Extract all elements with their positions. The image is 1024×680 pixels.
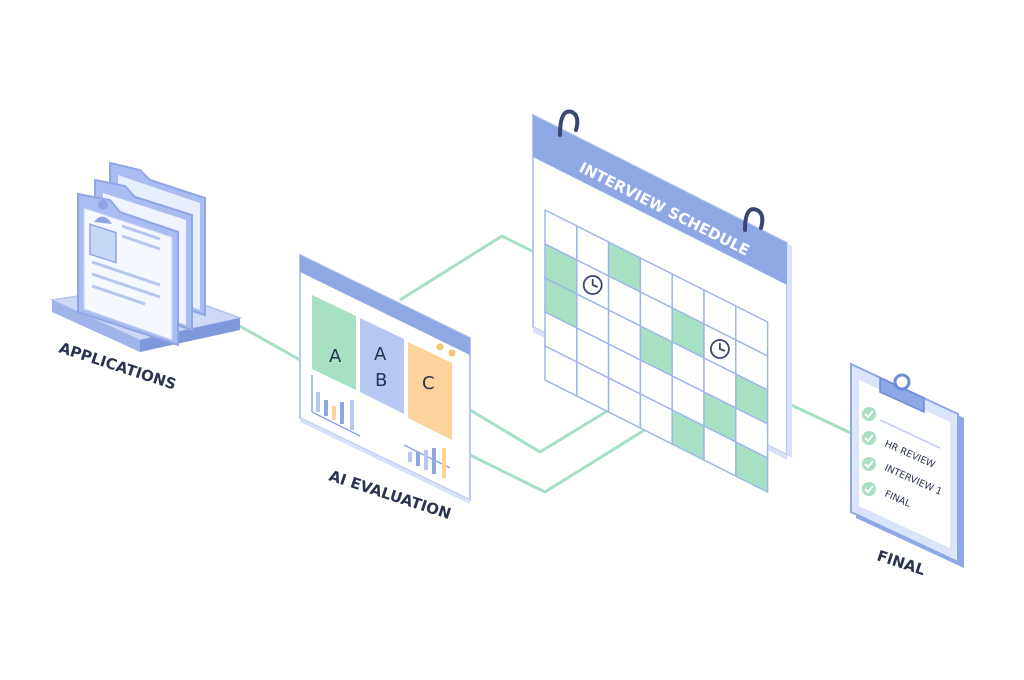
calendar-header — [533, 115, 787, 285]
resume-avatar-icon — [89, 223, 117, 264]
connector-schedule-to-final — [784, 400, 856, 437]
check-icon — [862, 431, 876, 445]
applications-node: APPLICATIONS — [49, 161, 243, 394]
connector-evaluation-bottom-loop — [469, 406, 681, 494]
connector-lines — [237, 234, 856, 494]
connector-evaluation-to-schedule — [399, 234, 541, 302]
card-letter-b: B — [375, 370, 387, 391]
card-letter-c: C — [422, 373, 435, 394]
calendar-ring-icon — [743, 207, 765, 232]
window-dot — [424, 337, 432, 345]
mini-bar-chart-icon — [311, 375, 361, 437]
applications-tray-front — [140, 318, 240, 352]
clock-icon — [582, 275, 603, 295]
evaluation-card-c — [408, 342, 452, 440]
final-node: HR REVIEW INTERVIEW 1 FINAL FINAL — [850, 362, 964, 580]
interview-schedule-node: INTERVIEW SCHEDULE — [532, 109, 792, 494]
ai-evaluation-node: A A B C AI EVALUATION — [299, 253, 471, 523]
final-label: FINAL — [875, 547, 928, 580]
check-icon — [862, 457, 876, 471]
check-icon — [862, 407, 876, 421]
evaluation-titlebar — [300, 255, 470, 355]
evaluation-card-ab — [360, 318, 404, 414]
clipboard-clip-icon — [879, 373, 925, 414]
check-icon — [862, 482, 876, 496]
checklist-item — [862, 407, 941, 449]
mini-bar-chart-icon — [403, 444, 451, 478]
card-letter-a: A — [329, 346, 342, 367]
clipboard-paper — [859, 380, 950, 548]
window-dot — [436, 343, 444, 351]
calendar-ring-icon — [558, 109, 580, 137]
folder-icon — [77, 192, 179, 347]
calendar-cell — [735, 440, 769, 494]
evaluation-card-a — [312, 295, 356, 390]
clock-icon — [710, 339, 730, 359]
connector-applications-to-evaluation — [237, 323, 301, 362]
card-letter-a2: A — [374, 344, 387, 365]
window-dot — [448, 349, 456, 357]
calendar-grid — [544, 208, 769, 494]
applications-tray-side — [52, 300, 140, 352]
